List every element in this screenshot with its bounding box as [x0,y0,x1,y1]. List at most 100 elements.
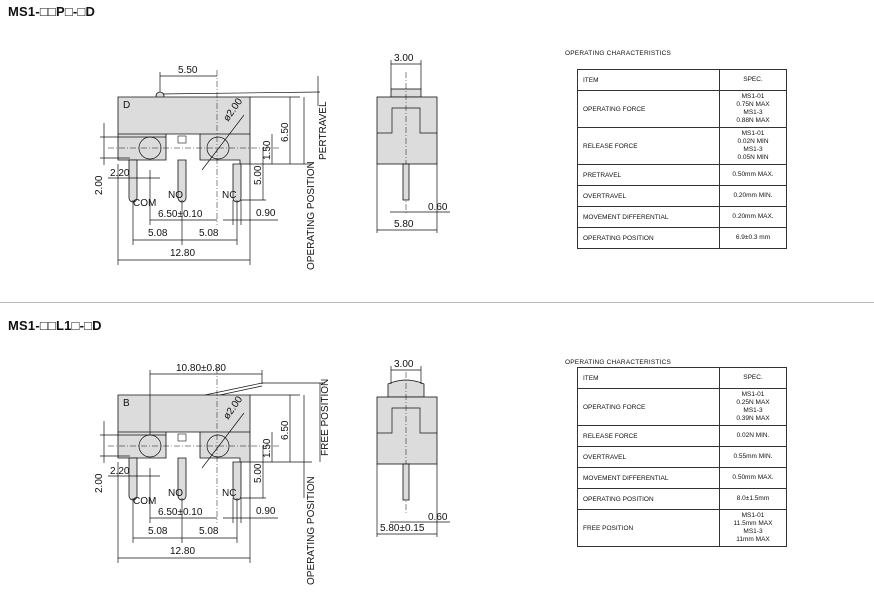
spec-line: MS1-01 [741,512,765,519]
dim-free-position: FREE POSITION [320,379,331,456]
row-item: PRETRAVEL [577,164,720,186]
dim-operating-position: OPERATING POSITION [306,161,317,270]
section-title-p: MS1-□□P□-□D [8,4,96,19]
header-item: ITEM [577,69,720,91]
side-pin [402,163,410,201]
dim-2-20: 2.20 [110,168,130,179]
spec-line: 0.75N MAX [736,101,770,108]
dim-12-80: 12.80 [170,248,195,259]
table-caption: OPERATING CHARACTERISTICS [565,359,672,366]
row-item: OPERATING FORCE [577,388,720,426]
row-spec: 6.9±0.3 mm [719,227,787,249]
spec-line: 0.20mm MAX. [732,213,774,220]
spec-line: 11mm MAX [736,536,770,543]
row-spec: 0.50mm MAX. [719,164,787,186]
table-row: OVERTRAVEL 0.20mm MIN. [577,185,787,207]
dim-5-00: 5.00 [253,165,264,185]
label-com: COM [133,198,156,209]
dim-1-50: 1.50 [262,140,273,160]
spec-line: 0.55mm MIN. [733,453,773,460]
row-spec: 0.20mm MAX. [719,206,787,228]
spec-line: MS1-01 [741,93,765,100]
pin-nc [232,163,242,203]
row-item: RELEASE FORCE [577,425,720,447]
dim-2-00: 2.00 [94,175,105,195]
row-item: OPERATING FORCE [577,90,720,128]
dim-3-00: 3.00 [394,359,414,370]
dim-1-50: 1.50 [262,438,273,458]
spec-line: 0.02N MIN [737,138,769,145]
dim-3-00: 3.00 [394,53,414,64]
dim-0-90: 0.90 [256,506,276,517]
row-item: MOVEMENT DIFFERENTIAL [577,206,720,228]
dim-5-80-tol: 5.80±0.15 [380,523,425,534]
table-caption: OPERATING CHARACTERISTICS [565,50,672,57]
dim-10-80: 10.80±0.80 [176,363,226,374]
spec-line: 0.50mm MAX. [732,474,774,481]
pin-com [128,159,138,203]
row-item: OPERATING POSITION [577,488,720,510]
spec-line: 6.9±0.3 mm [735,234,771,241]
row-item: OVERTRAVEL [577,185,720,207]
side-view-l1: 3.00 0.60 5.80±0.15 [376,359,450,537]
section-title-l1: MS1-□□L1□-□D [8,318,102,333]
dim-0-60: 0.60 [428,202,448,213]
body-mark: D [123,100,130,111]
body-mark: B [123,398,130,409]
row-item: OVERTRAVEL [577,446,720,468]
dim-6-50-pitch: 6.50±0.10 [158,209,203,220]
spec-line: MS1-3 [743,528,763,535]
front-view-l1: B 10.80±0.80 ø2.00 1.50 6.50 OPERATING P… [94,363,331,585]
dim-5-50: 5.50 [178,65,198,76]
table-row: OVERTRAVEL 0.55mm MIN. [577,446,787,468]
spec-line: MS1-01 [741,130,765,137]
lever [159,91,321,95]
dim-5-08-right: 5.08 [199,228,219,239]
table-row: MOVEMENT DIFFERENTIAL 0.50mm MAX. [577,467,787,489]
spec-line: MS1-3 [743,407,763,414]
pin-no [177,159,187,203]
spec-line: 0.25N MAX [736,399,770,406]
spec-line: 0.20mm MIN. [733,192,773,199]
row-spec: 0.20mm MIN. [719,185,787,207]
dim-6-50: 6.50 [280,420,291,440]
side-pin [402,463,410,501]
spec-line: MS1-3 [743,109,763,116]
spec-line: MS1-3 [743,146,763,153]
dim-6-50-pitch: 6.50±0.10 [158,507,203,518]
dim-5-08-left: 5.08 [148,228,168,239]
side-body [376,96,438,165]
label-nc: NC [222,190,236,201]
dim-5-80: 5.80 [394,219,414,230]
front-view-p: D 5.50 ø2.00 1.50 6.50 OPERATING POSITIO… [94,65,329,270]
side-body [376,396,438,465]
row-item: OPERATING POSITION [577,227,720,249]
row-spec: 0.02N MIN. [719,425,787,447]
spec-line: MS1-01 [741,391,765,398]
row-spec: 8.0±1.5mm [719,488,787,510]
spec-line: 0.02N MIN. [736,432,770,439]
dim-12-80: 12.80 [170,546,195,557]
dim-0-90: 0.90 [256,208,276,219]
spec-line: 0.88N MAX [736,117,770,124]
table-row: RELEASE FORCE 0.02N MIN. [577,425,787,447]
spec-line: 0.05N MIN [737,154,769,161]
header-spec: SPEC. [719,367,787,389]
dim-2-20: 2.20 [110,466,130,477]
label-no: NO [168,190,183,201]
dim-pretravel: PERTRAVEL [318,101,329,160]
window [177,135,187,144]
row-item: MOVEMENT DIFFERENTIAL [577,467,720,489]
header-spec: SPEC. [719,69,787,91]
label-nc: NC [222,488,236,499]
